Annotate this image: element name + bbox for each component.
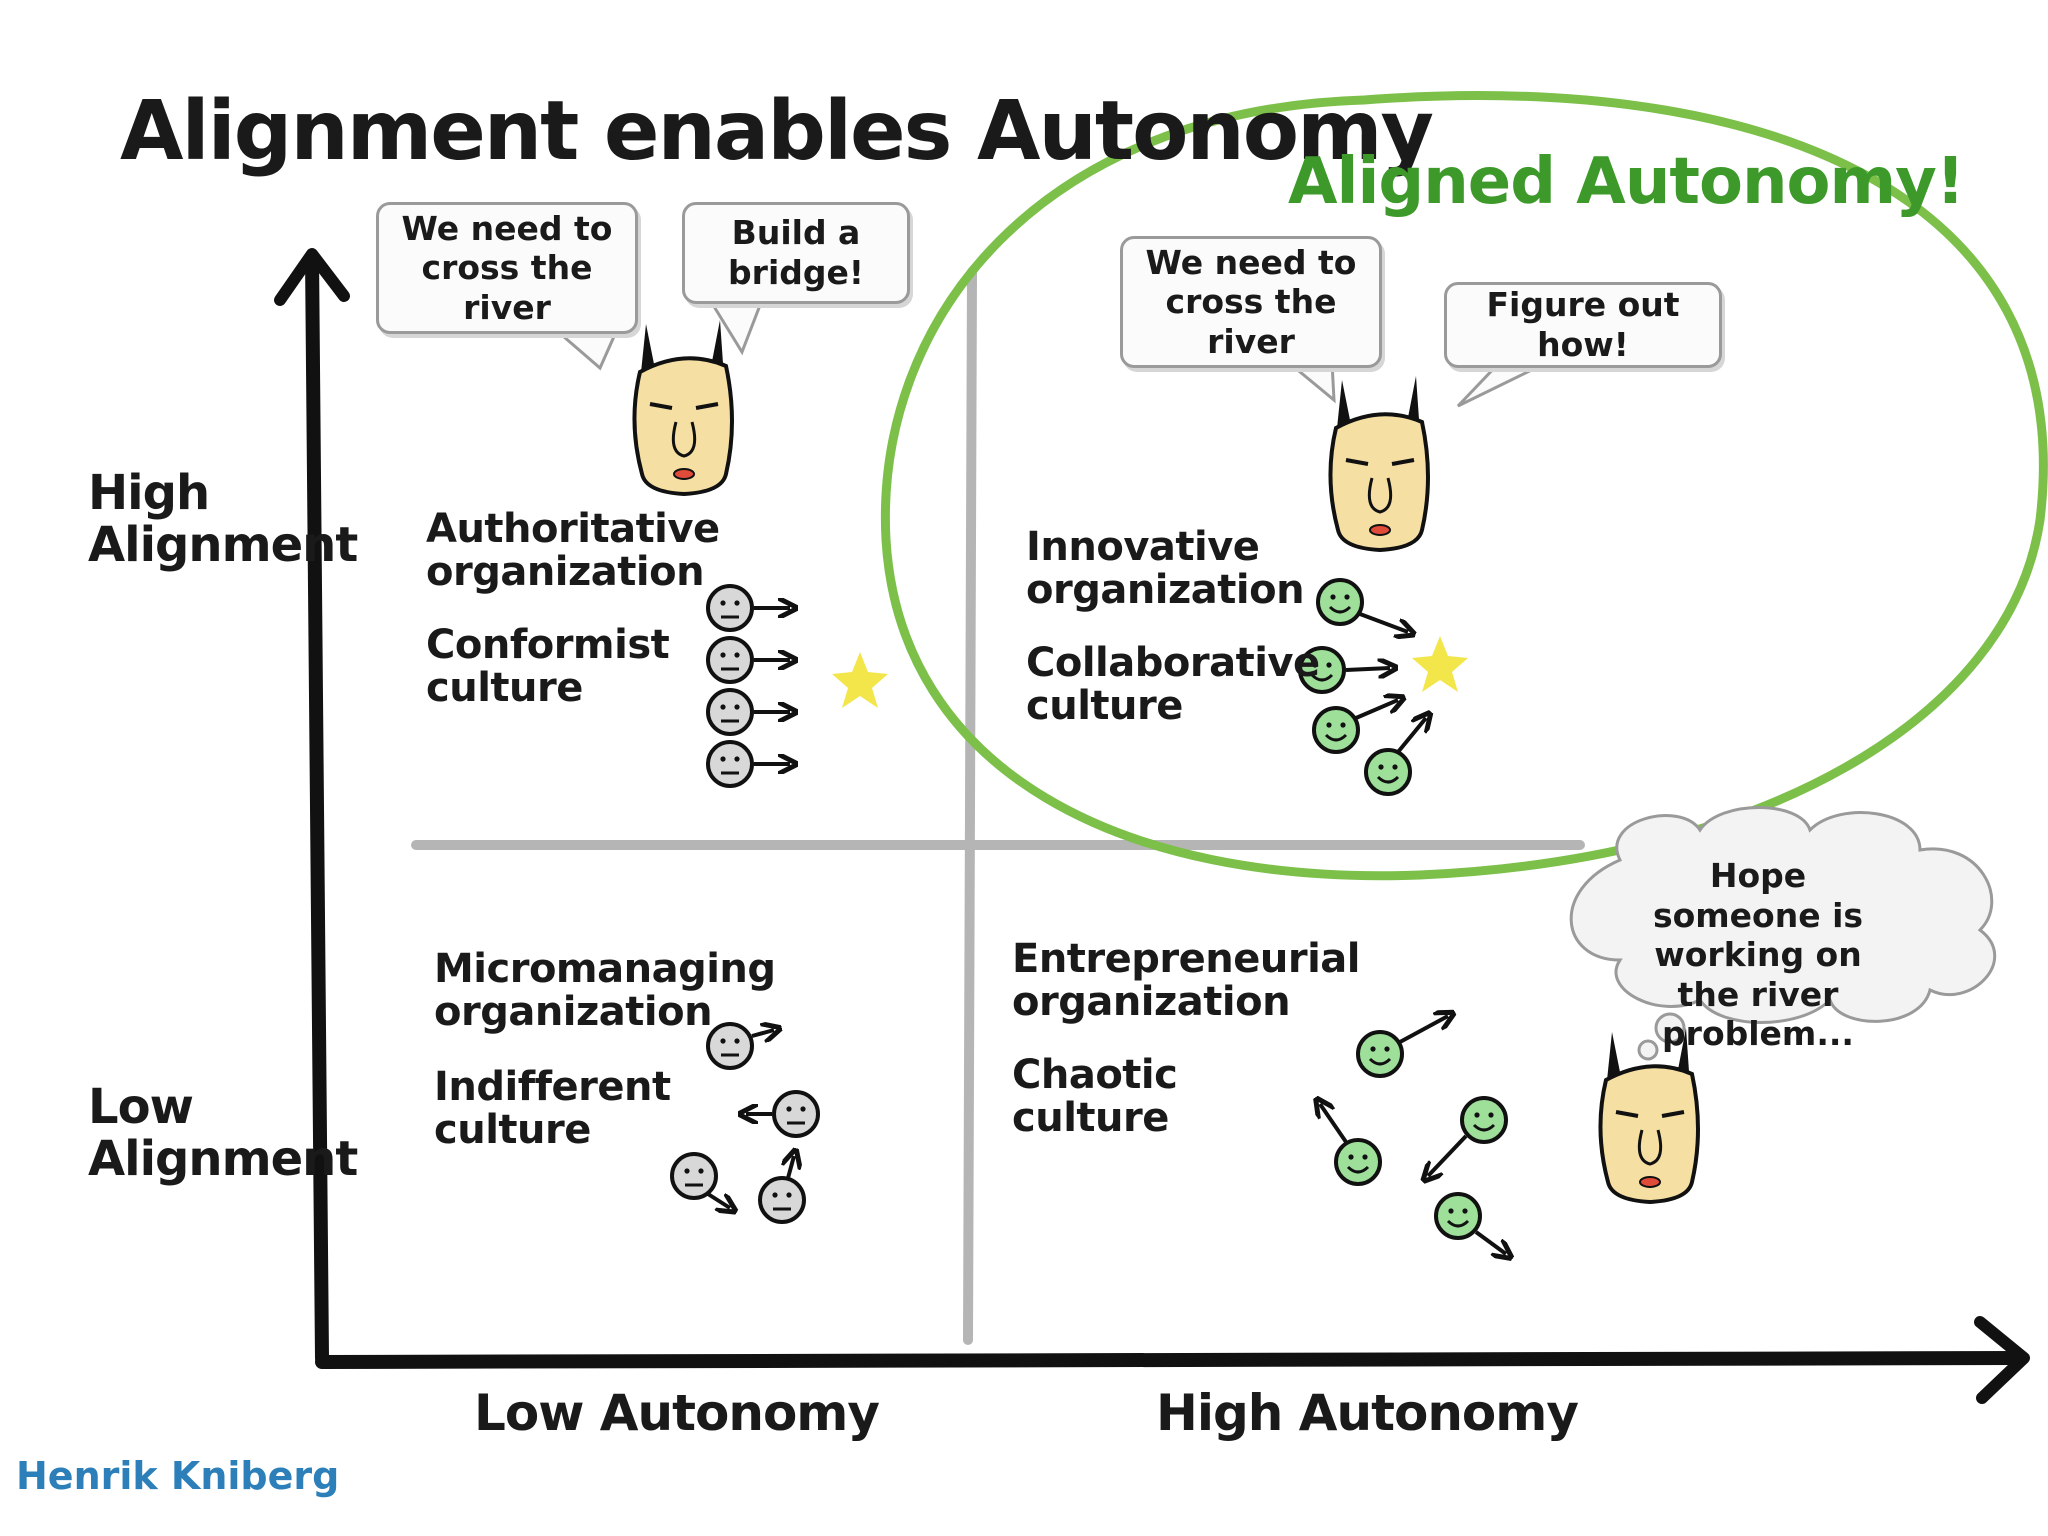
y-axis-high-label: High Alignment [88, 465, 358, 573]
speech-bubble-tl1: We need to cross the river [376, 202, 638, 334]
y-axis-line [305, 249, 329, 1365]
top-left-culture-label: Conformist culture [426, 622, 670, 712]
top-left-org-label: Authoritative organization [426, 506, 720, 596]
thought-dot [1654, 1012, 1686, 1044]
highlight-label: Aligned Autonomy! [1288, 145, 1965, 219]
y-axis-arrow-icon [274, 248, 350, 306]
x-axis-arrow-icon [1974, 1316, 2030, 1404]
star-goal-icon [832, 652, 888, 708]
bottom-right-org-label: Entrepreneurial organization [1012, 936, 1361, 1026]
aligned-autonomy-highlight [880, 91, 2048, 881]
boss-figure-icon [632, 318, 734, 497]
vertical-divider [963, 267, 977, 1345]
speech-bubble-text: We need to cross the river [1145, 242, 1357, 361]
thought-cloud [1569, 806, 1997, 1024]
chaotic-team [1320, 1016, 1506, 1254]
bottom-left-org-label: Micromanaging organization [434, 946, 776, 1036]
page-title: Alignment enables Autonomy [120, 84, 1434, 179]
thought-bubble-text: Hope someone is working on the river pro… [1652, 856, 1864, 1054]
speech-bubble-text: We need to cross the river [401, 208, 613, 327]
thought-dot [1637, 1039, 1659, 1061]
speech-bubble-text: Figure out how! [1486, 285, 1680, 364]
speech-bubble-text: Build a bridge! [728, 213, 864, 292]
speech-bubble-tr1: We need to cross the river [1120, 236, 1382, 368]
collaborative-team [1298, 578, 1426, 796]
boss-figure-icon [1328, 374, 1430, 552]
conformist-team [706, 584, 790, 788]
bubble-tail-tl1 [551, 328, 619, 371]
top-right-culture-label: Collaborative culture [1026, 640, 1320, 730]
speech-bubble-tr2: Figure out how! [1444, 282, 1722, 368]
x-axis-high-label: High Autonomy [1156, 1384, 1579, 1442]
author-credit: Henrik Kniberg [16, 1454, 340, 1498]
bubble-tail-tr2 [1456, 360, 1549, 408]
x-axis-low-label: Low Autonomy [474, 1384, 880, 1442]
star-goal-icon [1412, 636, 1468, 692]
indifferent-team [670, 1024, 820, 1224]
bottom-left-culture-label: Indifferent culture [434, 1064, 671, 1154]
x-axis-line [315, 1351, 2025, 1369]
y-axis-low-label: Low Alignment [88, 1079, 358, 1187]
bottom-right-culture-label: Chaotic culture [1012, 1052, 1178, 1142]
top-right-org-label: Innovative organization [1026, 524, 1305, 614]
speech-bubble-tl2: Build a bridge! [682, 202, 910, 304]
